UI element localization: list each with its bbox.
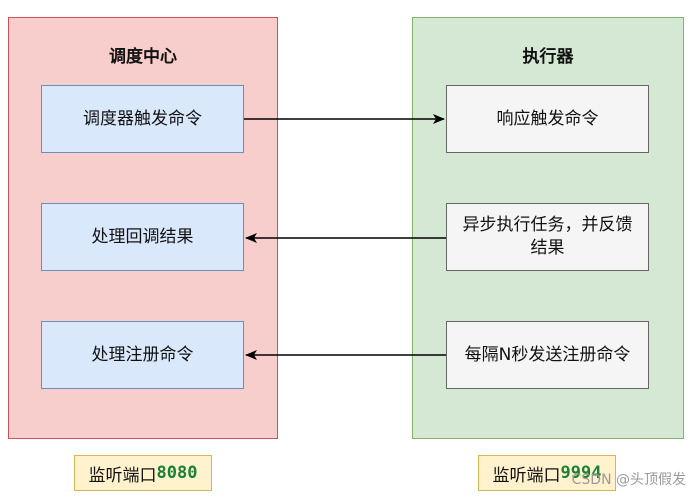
send-register-box: 每隔N秒发送注册命令 [446,321,649,389]
port-prefix-left: 监听端口 [88,465,157,486]
respond-trigger-box: 响应触发命令 [446,85,649,153]
handle-callback-box: 处理回调结果 [41,203,244,271]
port-number-right: 9994 [560,463,602,483]
watermark: CSDN @头顶假发 [571,472,686,488]
executor-title: 执行器 [522,47,574,67]
dispatch-center-title: 调度中心 [109,47,177,67]
trigger-command-box: 调度器触发命令 [41,85,244,153]
async-execute-box: 异步执行任务，并反馈结果 [446,203,649,271]
handle-register-box: 处理注册命令 [41,321,244,389]
port-prefix-right: 监听端口 [492,465,561,486]
port-number-left: 8080 [156,463,198,483]
